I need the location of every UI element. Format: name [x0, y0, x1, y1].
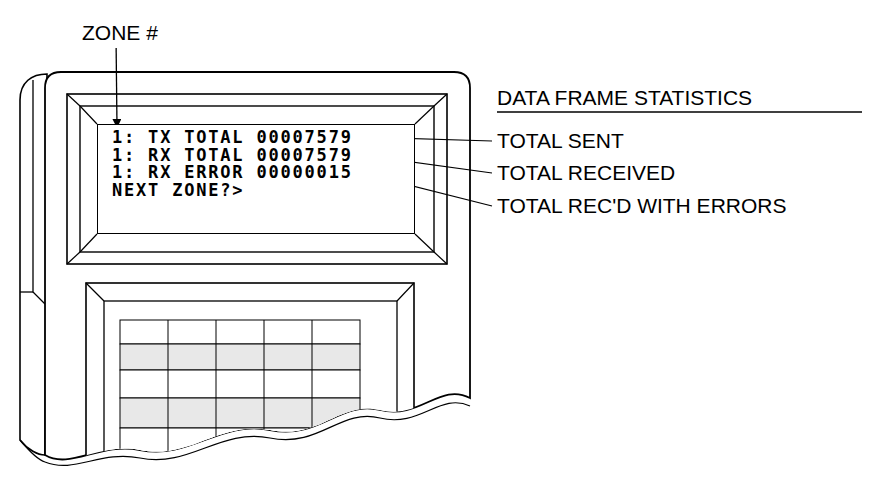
key-row: [120, 428, 360, 468]
device-side-face: [20, 74, 47, 455]
key-divider: [216, 320, 217, 470]
display-line: NEXT ZONE?>: [112, 182, 244, 200]
keypad-frame: [86, 283, 414, 481]
screen-bezel: [67, 94, 447, 264]
callout-label: TOTAL SENT: [497, 129, 624, 153]
lcd-display: 1: TX TOTAL 000075791: RX TOTAL 00007579…: [97, 124, 415, 234]
key-row: [120, 370, 360, 398]
pointer-arrow: [115, 48, 117, 127]
callout-label: TOTAL REC'D WITH ERRORS: [497, 194, 786, 218]
callout-label: TOTAL RECEIVED: [497, 161, 675, 185]
screen-bezel-inner: [80, 106, 434, 252]
keypad-frame-inner: [104, 301, 397, 481]
torn-edge: [20, 440, 45, 462]
key-divider: [168, 320, 169, 470]
key-row: [120, 398, 360, 428]
bevel-line: [80, 234, 97, 252]
heading-underline: [497, 111, 862, 113]
callout-label: ZONE #: [82, 21, 158, 45]
display-line: 1: RX TOTAL 00007579: [112, 147, 353, 165]
device-side-notch: [20, 291, 33, 292]
bevel-line: [67, 94, 80, 106]
bevel-line: [434, 94, 447, 106]
bevel-line: [415, 234, 434, 252]
display-line: 1: RX ERROR 00000015: [112, 164, 353, 182]
key-divider: [264, 320, 265, 470]
key-row: [120, 320, 360, 344]
screen-bevel: [67, 94, 447, 264]
bevel-line: [86, 283, 104, 301]
key-divider: [312, 320, 313, 470]
bevel-line: [67, 252, 80, 264]
display-line: 1: TX TOTAL 00007579: [112, 129, 353, 147]
heading-label: DATA FRAME STATISTICS: [497, 86, 752, 110]
device-side-edge: [33, 80, 45, 304]
bevel-line: [415, 106, 434, 124]
bevel-line: [80, 106, 97, 124]
keypad: [86, 283, 414, 481]
key-row: [120, 344, 360, 370]
bevel-line: [397, 283, 414, 301]
bevel-line: [434, 252, 447, 264]
